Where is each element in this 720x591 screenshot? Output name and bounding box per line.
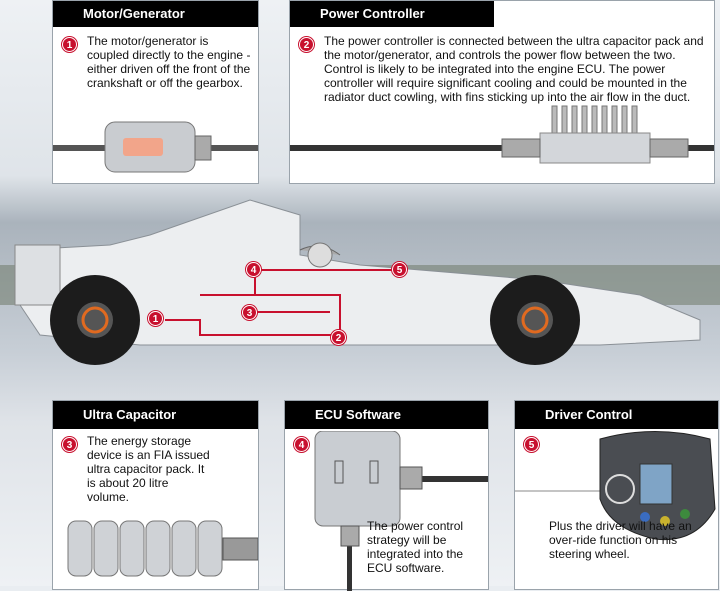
panel-driver-control: Driver Control 5 Plus the driver will ha… [514, 400, 719, 590]
number-badge: 2 [299, 37, 314, 52]
car-marker-3: 3 [242, 305, 257, 320]
car-marker-5: 5 [392, 262, 407, 277]
panel-title: Driver Control [515, 401, 718, 429]
panel-motor-generator: Motor/Generator 1 The motor/generator is… [52, 0, 259, 184]
front-wheel [50, 275, 140, 365]
number-badge: 3 [62, 437, 77, 452]
panel-ecu-software: ECU Software 4 The power control strateg… [284, 400, 489, 591]
capacitor-pack-illustration [67, 520, 258, 577]
panel-title: Motor/Generator [53, 1, 258, 27]
number-badge: 4 [294, 437, 309, 452]
number-badge: 1 [62, 37, 77, 52]
panel-title: Ultra Capacitor [53, 401, 258, 429]
car-marker-4: 4 [246, 262, 261, 277]
number-badge: 5 [524, 437, 539, 452]
panel-text: Plus the driver will have an over-ride f… [549, 519, 692, 561]
panel-text: The energy storage device is an FIA issu… [87, 434, 210, 504]
panel-text: The motor/generator is coupled directly … [87, 34, 251, 90]
car-marker-1: 1 [148, 311, 163, 326]
motor-generator-illustration [53, 121, 258, 173]
car-marker-2: 2 [331, 330, 346, 345]
panel-ultra-capacitor: Ultra Capacitor 3 The energy storage dev… [52, 400, 259, 590]
panel-title: Power Controller [290, 1, 494, 27]
steering-wheel-illustration [515, 431, 716, 541]
ecu-box-illustration [314, 431, 488, 591]
panel-text: The power controller is connected betwee… [324, 34, 704, 104]
power-controller-illustration [290, 105, 714, 164]
panel-text: The power control strategy will be integ… [367, 519, 464, 575]
panel-power-controller: Power Controller 2 The power controller … [289, 0, 715, 184]
panel-title: ECU Software [285, 401, 488, 429]
f1-car-illustration [0, 199, 720, 365]
rear-wheel [490, 275, 580, 365]
